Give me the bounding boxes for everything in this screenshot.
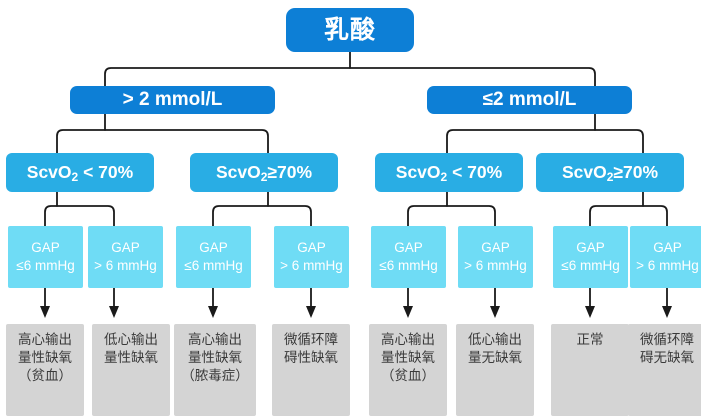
node-gap-4-line1: GAP [297,240,326,256]
node-result-3-text: 高心输出 量性缺氧 （脓毒症） [181,332,249,383]
node-result-6-text: 低心输出 量无缺氧 [468,332,522,365]
node-gap-3-line1: GAP [199,240,228,256]
node-result-8[interactable]: 微循环障 碍无缺氧 [628,324,701,416]
node-gap-7-line2: ≤6 mmHg [561,258,620,273]
node-root-lactate[interactable]: 乳酸 [286,8,414,52]
node-result-4-text: 微循环障 碍性缺氧 [284,332,338,365]
node-result-2-text: 低心输出 量性缺氧 [104,332,158,365]
node-root-label: 乳酸 [323,15,376,44]
node-result-1[interactable]: 高心输出 量性缺氧 （贫血） [6,324,84,416]
node-scvo2-2[interactable]: ScvO2≥70% [190,153,338,192]
node-result-5[interactable]: 高心输出 量性缺氧 （贫血） [369,324,447,416]
node-gap-4-line2: > 6 mmHg [280,258,343,273]
node-gap-6-line1: GAP [481,240,510,256]
node-gap-6-line2: > 6 mmHg [464,258,527,273]
node-lactate-high[interactable]: > 2 mmol/L [70,86,275,114]
node-result-4[interactable]: 微循环障 碍性缺氧 [272,324,350,416]
node-lactate-low-label: ≤2 mmol/L [482,89,577,111]
node-result-1-text: 高心输出 量性缺氧 （贫血） [18,332,72,383]
node-gap-7-line1: GAP [576,240,605,256]
node-result-8-text: 微循环障 碍无缺氧 [640,332,694,365]
node-result-6[interactable]: 低心输出 量无缺氧 [456,324,534,416]
node-gap-6[interactable]: GAP > 6 mmHg [458,226,533,288]
node-result-3[interactable]: 高心输出 量性缺氧 （脓毒症） [174,324,256,416]
node-result-5-text: 高心输出 量性缺氧 （贫血） [381,332,435,383]
node-gap-4[interactable]: GAP > 6 mmHg [274,226,349,288]
node-gap-5-line1: GAP [394,240,423,256]
node-gap-1-line2: ≤6 mmHg [16,258,75,273]
node-gap-3[interactable]: GAP ≤6 mmHg [176,226,251,288]
node-gap-8[interactable]: GAP > 6 mmHg [630,226,701,288]
node-result-7-text: 正常 [576,332,604,347]
node-gap-2[interactable]: GAP > 6 mmHg [88,226,163,288]
node-scvo2-3-label: ScvO2 < 70% [395,162,503,185]
node-gap-8-line1: GAP [653,240,682,256]
node-scvo2-4-label: ScvO2≥70% [561,162,659,185]
node-scvo2-1-label: ScvO2 < 70% [26,162,134,185]
node-gap-8-line2: > 6 mmHg [636,258,699,273]
node-gap-5[interactable]: GAP ≤6 mmHg [371,226,446,288]
node-scvo2-4[interactable]: ScvO2≥70% [536,153,684,192]
node-lactate-high-label: > 2 mmol/L [122,89,223,111]
node-gap-1-line1: GAP [31,240,60,256]
node-gap-2-line2: > 6 mmHg [94,258,157,273]
node-gap-1[interactable]: GAP ≤6 mmHg [8,226,83,288]
node-scvo2-3[interactable]: ScvO2 < 70% [375,153,523,192]
node-scvo2-1[interactable]: ScvO2 < 70% [6,153,154,192]
node-gap-5-line2: ≤6 mmHg [379,258,438,273]
node-lactate-low[interactable]: ≤2 mmol/L [427,86,632,114]
node-result-7[interactable]: 正常 [551,324,629,416]
node-gap-7[interactable]: GAP ≤6 mmHg [553,226,628,288]
node-gap-2-line1: GAP [111,240,140,256]
arrowheads [40,306,672,318]
node-scvo2-2-label: ScvO2≥70% [215,162,313,185]
node-result-2[interactable]: 低心输出 量性缺氧 [92,324,170,416]
node-gap-3-line2: ≤6 mmHg [184,258,243,273]
